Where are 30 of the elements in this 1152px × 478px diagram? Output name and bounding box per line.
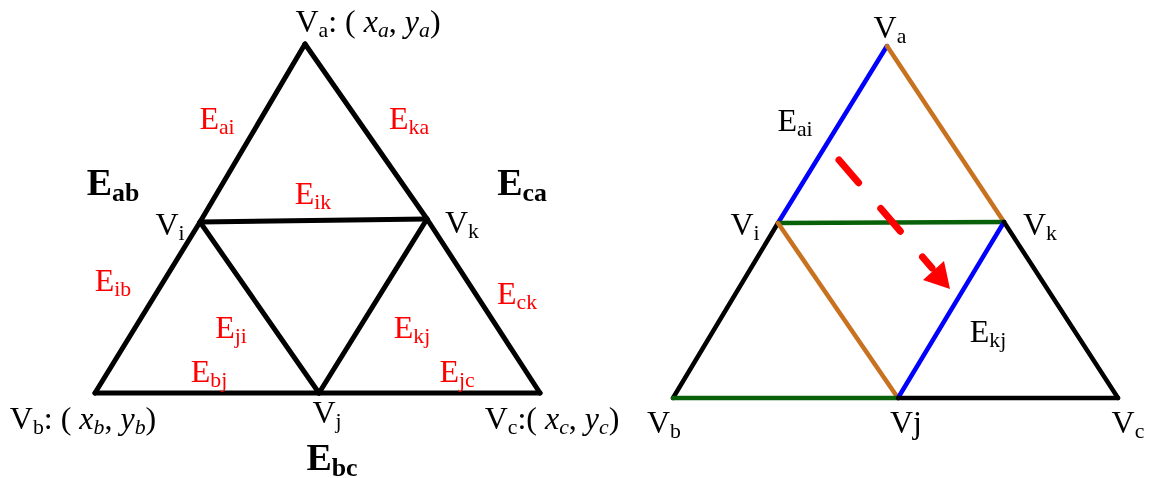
- vertex-label: V$_{k}$: [1023, 207, 1057, 249]
- edge-label: E$_{ai}$: [777, 103, 813, 143]
- edge-label: E$_{kj}$: [969, 314, 1007, 354]
- vertex-label: V$_{j}$: [312, 395, 342, 437]
- side-label: E$_{bc}$: [306, 438, 358, 478]
- triangle-edge: [316, 216, 430, 396]
- edge-label: E$_{ik}$: [294, 176, 332, 216]
- edge-label: E$_{ck}$: [496, 276, 538, 316]
- edge-label: E$_{jc}$: [439, 354, 475, 394]
- edge-label: E$_{ji}$: [215, 310, 247, 350]
- vertex-label: V$_{b}$: [647, 405, 681, 447]
- edge-label: E$_{bj}$: [190, 354, 228, 394]
- vertex-label: V$_{c}$: [1111, 405, 1145, 447]
- side-label: E$_{ab}$: [86, 163, 140, 203]
- edge-label: E$_{kj}$: [393, 310, 431, 350]
- edge-label: E$_{ai}$: [199, 101, 235, 141]
- side-label: E$_{ca}$: [497, 163, 547, 203]
- vertex-label: Vj: [890, 405, 922, 447]
- edge-label: E$_{ib}$: [94, 263, 132, 303]
- vertex-label: V$_{i}$: [155, 207, 185, 249]
- vertex-label: V$_{c}$:( x$_{c}$, y$_{c}$): [484, 401, 620, 443]
- vertex-label: V$_{a}$: [873, 10, 907, 52]
- triangle-edge: [1001, 219, 1121, 401]
- triangle-edge: [302, 41, 430, 222]
- vertex-label: V$_{i}$: [730, 207, 760, 249]
- vertex-label: V$_{k}$: [445, 205, 479, 247]
- vertex-label: V$_{b}$: ( x$_{b}$, y$_{b}$): [9, 401, 157, 443]
- triangle-edge: [197, 219, 322, 396]
- edge-label: E$_{ka}$: [388, 101, 430, 141]
- vertex-label: V$_{a}$: ( x$_{a}$, y$_{a}$): [295, 4, 441, 46]
